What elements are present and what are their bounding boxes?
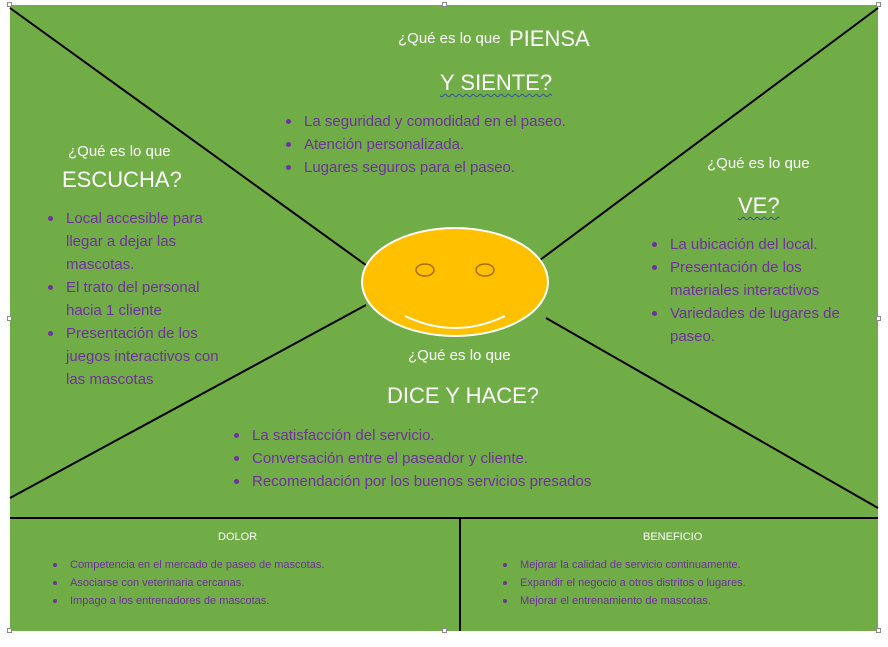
pain-list: Competencia en el mercado de paseo de ma… <box>50 556 450 610</box>
divider-top-right <box>539 7 879 261</box>
list-item: Atención personalizada. <box>280 133 620 156</box>
divider-bottom-right <box>545 317 879 509</box>
list-item: La seguridad y comodidad en el paseo. <box>280 110 620 133</box>
hear-list: Local accesible para llegar a dejar las … <box>42 207 222 391</box>
list-item: Presentación de los juegos interactivos … <box>42 322 222 391</box>
list-item: Recomendación por los buenos servicios p… <box>228 470 608 493</box>
list-item: Lugares seguros para el paseo. <box>280 156 620 179</box>
list-item: Expandir el negocio a otros distritos o … <box>500 574 870 592</box>
list-item: Variedades de lugares de paseo. <box>646 302 856 348</box>
list-item: Impago a los entrenadores de mascotas. <box>50 592 450 610</box>
gain-title: BENEFICIO <box>643 531 703 543</box>
think-feel-title-line2: Y SIENTE? <box>440 70 553 95</box>
think-feel-list: La seguridad y comodidad en el paseo. At… <box>280 110 620 179</box>
hear-prefix: ¿Qué es lo que <box>68 143 171 160</box>
smiley-face-icon[interactable] <box>361 227 549 337</box>
resize-handle-bl[interactable] <box>7 628 12 633</box>
divider-bottom-left <box>9 304 367 499</box>
say-do-list: La satisfacción del servicio. Conversaci… <box>228 424 608 493</box>
list-item: Mejorar el entrenamiento de mascotas. <box>500 592 870 610</box>
resize-handle-mr[interactable] <box>876 316 881 321</box>
divider-top-left <box>9 7 371 269</box>
say-do-prefix: ¿Qué es lo que <box>408 347 511 364</box>
resize-handle-tr[interactable] <box>876 2 881 7</box>
think-feel-title: PIENSA <box>509 26 590 51</box>
resize-handle-bc[interactable] <box>442 628 447 633</box>
resize-handle-br[interactable] <box>876 628 881 633</box>
think-feel-prefix: ¿Qué es lo que <box>398 30 501 47</box>
see-title: VE? <box>738 193 780 218</box>
smiley-mouth <box>404 315 506 329</box>
list-item: El trato del personal hacia 1 cliente <box>42 276 222 322</box>
list-item: La ubicación del local. <box>646 233 856 256</box>
see-list: La ubicación del local. Presentación de … <box>646 233 856 348</box>
resize-handle-tl[interactable] <box>7 2 12 7</box>
pain-title: DOLOR <box>218 531 258 543</box>
see-prefix: ¿Qué es lo que <box>707 155 810 172</box>
list-item: Presentación de los materiales interacti… <box>646 256 856 302</box>
smiley-right-eye <box>475 263 495 277</box>
resize-handle-tc[interactable] <box>442 2 447 7</box>
smiley-left-eye <box>415 263 435 277</box>
say-do-title: DICE Y HACE? <box>387 383 540 408</box>
list-item: La satisfacción del servicio. <box>228 424 608 447</box>
list-item: Conversación entre el paseador y cliente… <box>228 447 608 470</box>
gain-list: Mejorar la calidad de servicio continuam… <box>500 556 870 610</box>
list-item: Local accesible para llegar a dejar las … <box>42 207 222 276</box>
list-item: Mejorar la calidad de servicio continuam… <box>500 556 870 574</box>
smiley-face-shape <box>361 227 549 337</box>
list-item: Competencia en el mercado de paseo de ma… <box>50 556 450 574</box>
list-item: Asociarse con veterinaria cercanas. <box>50 574 450 592</box>
resize-handle-ml[interactable] <box>7 316 12 321</box>
hear-title: ESCUCHA? <box>62 167 182 192</box>
